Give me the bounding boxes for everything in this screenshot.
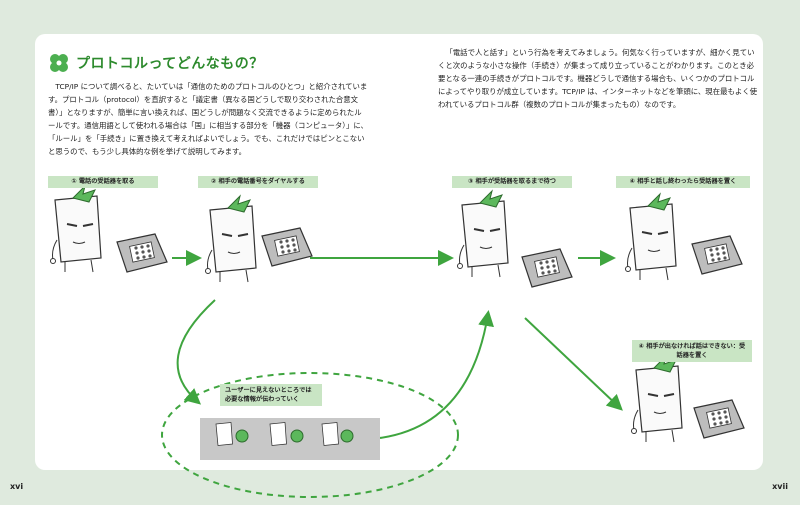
step-3-label: ③ 相手が受話器を取るまで待つ [452,176,572,188]
intro-paragraph: TCP/IP について調べると、たいていは「通信のためのプロトコルのひとつ」と紹… [48,82,368,156]
step-2-label: ② 相手の電話番号をダイヤルする [198,176,318,188]
step-1-label: ① 電話の受話器を取る [48,176,158,188]
scene-pickup [49,185,168,273]
scene-no-answer [630,355,745,443]
page-number-left: xvi [10,482,24,491]
packet-strip [200,418,380,460]
no-answer-label: ④ 相手が出なければ話はできない：受話器を置く [632,340,752,362]
scene-hangup [624,193,743,281]
hidden-info-note: ユーザーに見えないところでは必要な情報が伝わっていく [220,384,322,406]
scene-dial [204,195,313,283]
step-4-label: ④ 相手と話し終わったら受話器を置く [616,176,750,188]
page-number-right: xvii [772,482,788,491]
page-title: プロトコルってどんなもの？ [76,56,264,72]
clover-icon [50,54,68,72]
section-title: プロトコルってどんなもの？ [48,52,264,74]
scene-wait [456,190,573,288]
phone-example-paragraph: 「電話で人と話す」という行為を考えてみましょう。何気なく行っていますが、細かく見… [438,48,758,109]
